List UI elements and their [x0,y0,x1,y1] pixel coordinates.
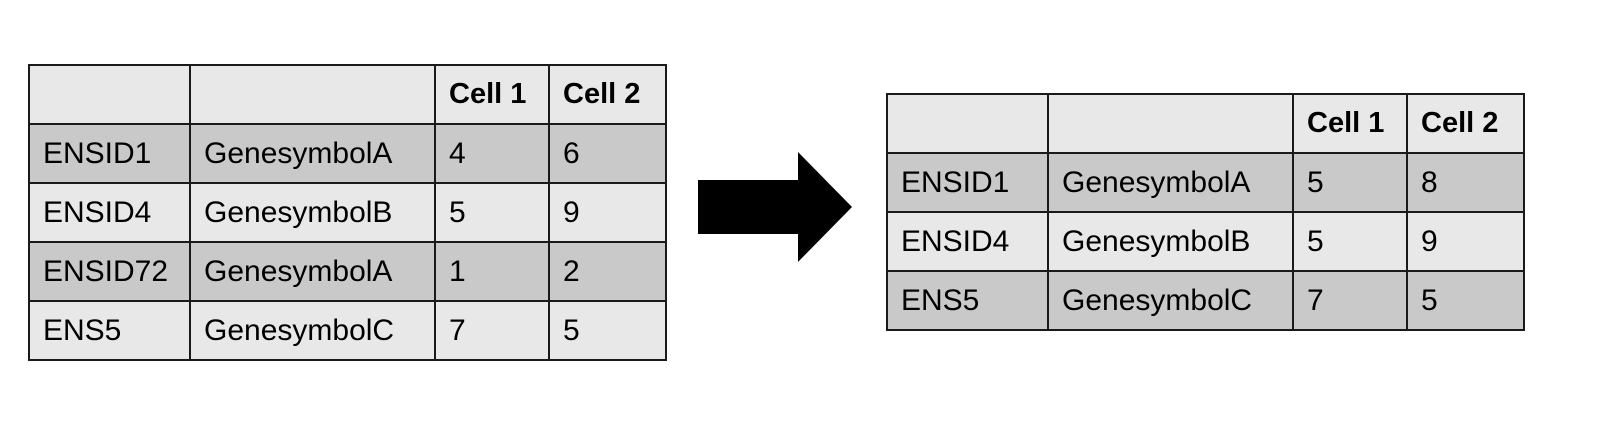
table-cell: 5 [1292,211,1408,272]
table-cell: 5 [1406,270,1525,331]
table-cell: ENSID72 [28,241,191,302]
table-cell: ENSID1 [886,152,1049,213]
table-cell: 9 [548,182,667,243]
table-cell: ENS5 [886,270,1049,331]
header-cell: Cell 2 [1406,93,1525,154]
header-cell: Cell 2 [548,64,667,125]
table-cell: 7 [1292,270,1408,331]
table-row: ENSID1 GenesymbolA 5 8 [886,152,1525,213]
table-cell: 9 [1406,211,1525,272]
table-cell: 5 [434,182,550,243]
table-cell: GenesymbolC [1047,270,1294,331]
before-table: Cell 1 Cell 2 ENSID1 GenesymbolA 4 6 ENS… [28,64,667,361]
table-cell: 8 [1406,152,1525,213]
table-cell: ENSID1 [28,123,191,184]
table-cell: 5 [1292,152,1408,213]
header-cell: Cell 1 [434,64,550,125]
table-cell: 6 [548,123,667,184]
table-cell: 4 [434,123,550,184]
table-row: ENSID4 GenesymbolB 5 9 [28,182,667,243]
table-cell: 5 [548,300,667,361]
table-header-row: Cell 1 Cell 2 [886,93,1525,154]
table-cell: ENSID4 [28,182,191,243]
table-row: ENS5 GenesymbolC 7 5 [28,300,667,361]
table-row: ENSID1 GenesymbolA 4 6 [28,123,667,184]
table-cell: GenesymbolA [189,241,436,302]
table-cell: GenesymbolA [1047,152,1294,213]
table-row: ENS5 GenesymbolC 7 5 [886,270,1525,331]
table-cell: GenesymbolB [1047,211,1294,272]
table-header-row: Cell 1 Cell 2 [28,64,667,125]
table-cell: GenesymbolB [189,182,436,243]
header-cell [28,64,191,125]
table-row: ENSID4 GenesymbolB 5 9 [886,211,1525,272]
table-cell: GenesymbolC [189,300,436,361]
table-cell: GenesymbolA [189,123,436,184]
table-cell: 2 [548,241,667,302]
table-cell: ENSID4 [886,211,1049,272]
header-cell [189,64,436,125]
table-cell: ENS5 [28,300,191,361]
after-table: Cell 1 Cell 2 ENSID1 GenesymbolA 5 8 ENS… [886,93,1525,331]
table-row: ENSID72 GenesymbolA 1 2 [28,241,667,302]
header-cell [1047,93,1294,154]
right-arrow-icon [698,152,852,262]
arrow-shape [698,152,852,262]
table-cell: 1 [434,241,550,302]
table-cell: 7 [434,300,550,361]
header-cell [886,93,1049,154]
header-cell: Cell 1 [1292,93,1408,154]
